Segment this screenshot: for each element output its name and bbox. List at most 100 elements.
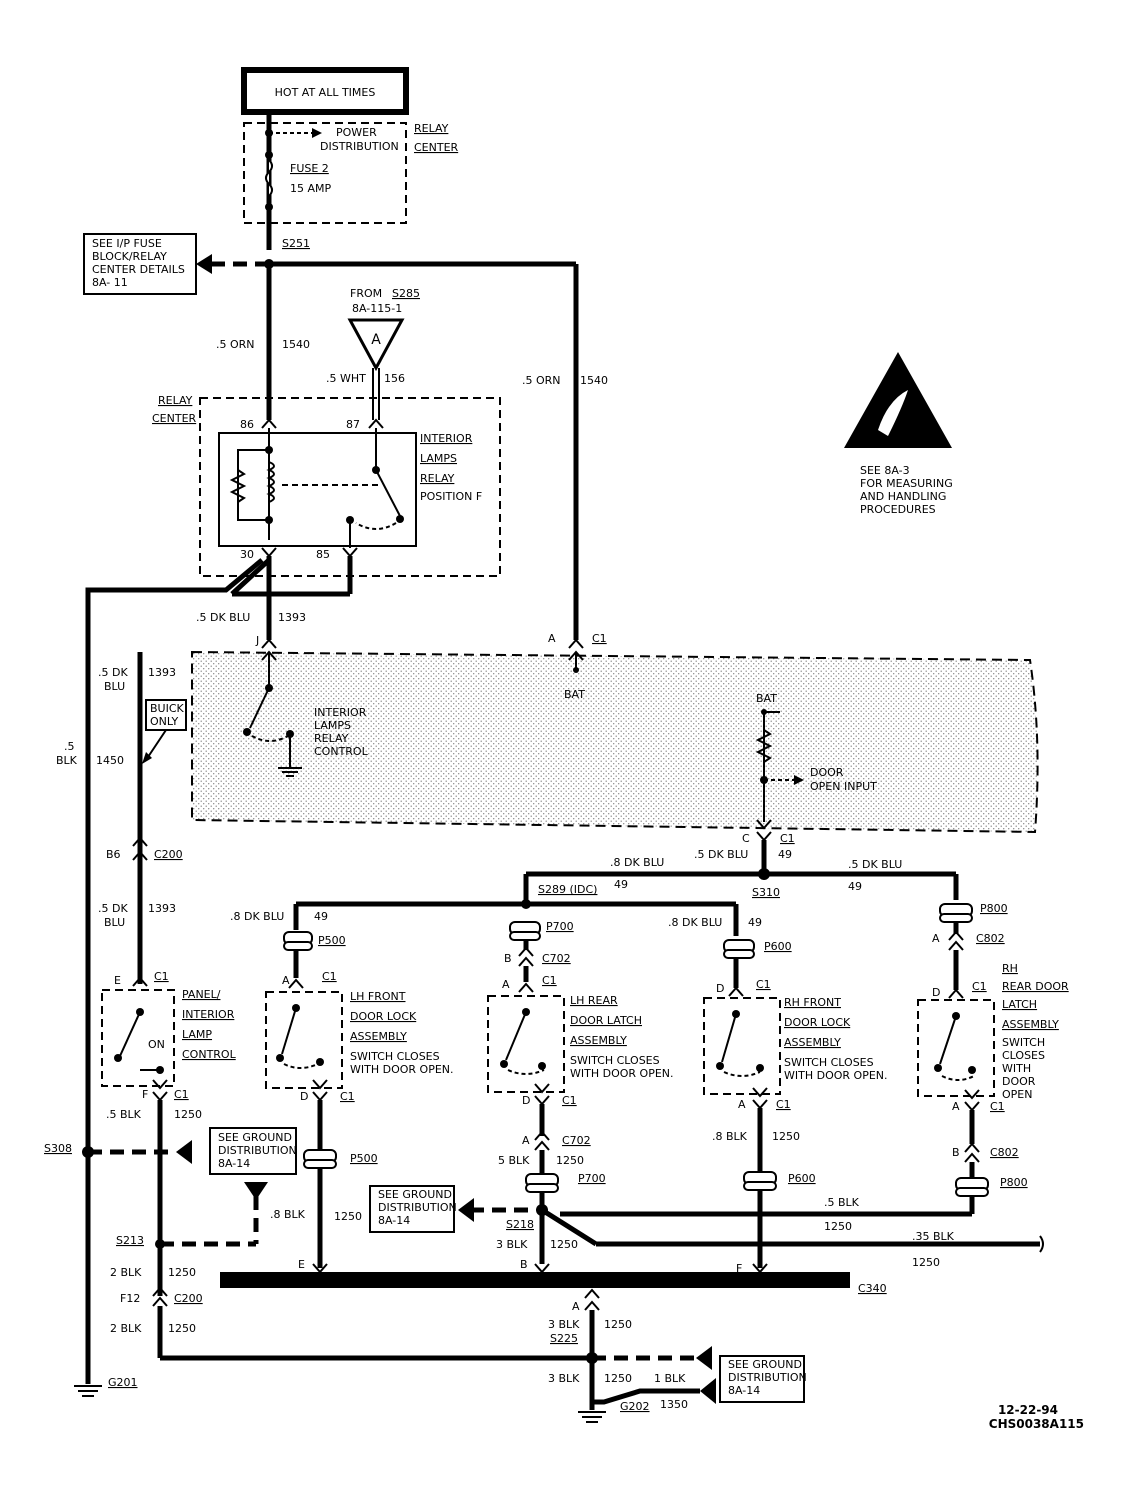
svg-text:3 BLK: 3 BLK bbox=[548, 1372, 580, 1385]
svg-text:1250: 1250 bbox=[550, 1238, 578, 1251]
grommet-p700: P700 bbox=[509, 920, 574, 941]
svg-text:49: 49 bbox=[848, 880, 862, 893]
svg-text:ONLY: ONLY bbox=[150, 715, 179, 728]
svg-text:1250: 1250 bbox=[334, 1210, 362, 1223]
svg-text:CONTROL: CONTROL bbox=[314, 745, 369, 758]
svg-text:D: D bbox=[300, 1090, 308, 1103]
splice-s251-label: S251 bbox=[282, 237, 310, 250]
svg-text:1250: 1250 bbox=[912, 1256, 940, 1269]
ground-ref-s218: SEE GROUND DISTRIBUTION 8A-14 bbox=[369, 1185, 457, 1233]
connector-c340: E B F C340 A bbox=[220, 1258, 887, 1313]
svg-text:8A-115-1: 8A-115-1 bbox=[352, 302, 402, 315]
svg-text:D: D bbox=[716, 982, 724, 995]
svg-text:INTERIOR: INTERIOR bbox=[314, 706, 367, 719]
svg-text:C200: C200 bbox=[174, 1292, 203, 1305]
svg-text:1 BLK: 1 BLK bbox=[654, 1372, 686, 1385]
body-control-module: J INTERIOR LAMPS RELAY CONTROL A C1 BAT … bbox=[191, 632, 1039, 845]
svg-text:REAR DOOR: REAR DOOR bbox=[1002, 980, 1069, 993]
svg-text:30: 30 bbox=[240, 548, 254, 561]
svg-text:.8 DK BLU: .8 DK BLU bbox=[230, 910, 284, 923]
svg-text:5 BLK: 5 BLK bbox=[498, 1154, 530, 1167]
ground-g201-icon: G201 bbox=[74, 1376, 138, 1397]
svg-text:.8 DK BLU: .8 DK BLU bbox=[668, 916, 722, 929]
svg-text:A: A bbox=[932, 932, 940, 945]
svg-text:BLOCK/RELAY: BLOCK/RELAY bbox=[92, 250, 167, 263]
svg-text:1540: 1540 bbox=[580, 374, 608, 387]
svg-text:DOOR: DOOR bbox=[810, 766, 844, 779]
svg-text:P600: P600 bbox=[788, 1172, 816, 1185]
svg-text:8A-14: 8A-14 bbox=[218, 1157, 250, 1170]
svg-text:1250: 1250 bbox=[556, 1154, 584, 1167]
svg-text:.8 BLK: .8 BLK bbox=[712, 1130, 748, 1143]
svg-text:J: J bbox=[255, 634, 259, 647]
svg-text:LATCH: LATCH bbox=[1002, 998, 1037, 1011]
svg-text:P800: P800 bbox=[980, 902, 1008, 915]
svg-text:C340: C340 bbox=[858, 1282, 887, 1295]
svg-text:86: 86 bbox=[240, 418, 254, 431]
grommet-p800: P800 bbox=[939, 902, 1008, 923]
svg-text:C1: C1 bbox=[756, 978, 771, 991]
svg-text:CENTER: CENTER bbox=[152, 412, 197, 425]
svg-text:F: F bbox=[736, 1262, 742, 1275]
svg-text:WITH: WITH bbox=[1002, 1062, 1031, 1075]
svg-text:3 BLK: 3 BLK bbox=[496, 1238, 528, 1251]
svg-text:.5 ORN: .5 ORN bbox=[522, 374, 561, 387]
svg-text:E: E bbox=[114, 974, 121, 987]
svg-text:A: A bbox=[282, 974, 290, 987]
ground-g202-icon: G202 bbox=[578, 1396, 650, 1423]
hot-at-all-times-box: HOT AT ALL TIMES bbox=[241, 67, 409, 115]
svg-text:PROCEDURES: PROCEDURES bbox=[860, 503, 936, 516]
svg-text:DISTRIBUTION: DISTRIBUTION bbox=[378, 1201, 457, 1214]
svg-text:.5 DK BLU: .5 DK BLU bbox=[848, 858, 902, 871]
svg-text:ON: ON bbox=[148, 1038, 165, 1051]
svg-text:1450: 1450 bbox=[96, 754, 124, 767]
svg-text:LAMP: LAMP bbox=[182, 1028, 212, 1041]
svg-text:1540: 1540 bbox=[282, 338, 310, 351]
grommet-p700-lower: P700 bbox=[525, 1172, 606, 1193]
svg-text:.5 BLK: .5 BLK bbox=[824, 1196, 860, 1209]
svg-text:SWITCH: SWITCH bbox=[1002, 1036, 1045, 1049]
svg-text:1250: 1250 bbox=[174, 1108, 202, 1121]
grommet-p800-lower: P800 bbox=[955, 1176, 1028, 1197]
svg-text:.5 DK: .5 DK bbox=[98, 902, 128, 915]
svg-text:FROM: FROM bbox=[350, 287, 382, 300]
svg-text:C1: C1 bbox=[154, 970, 169, 983]
svg-text:A: A bbox=[952, 1100, 960, 1113]
svg-text:1393: 1393 bbox=[148, 902, 176, 915]
svg-text:RH: RH bbox=[1002, 962, 1018, 975]
svg-text:C1: C1 bbox=[174, 1088, 189, 1101]
svg-text:LH FRONT: LH FRONT bbox=[350, 990, 406, 1003]
svg-text:49: 49 bbox=[748, 916, 762, 929]
svg-text:RELAY: RELAY bbox=[158, 394, 193, 407]
svg-text:OPEN: OPEN bbox=[1002, 1088, 1032, 1101]
svg-text:B6: B6 bbox=[106, 848, 121, 861]
svg-text:C1: C1 bbox=[562, 1094, 577, 1107]
svg-text:S213: S213 bbox=[116, 1234, 144, 1247]
svg-text:LH REAR: LH REAR bbox=[570, 994, 618, 1007]
see-fuse-block-ref: SEE I/P FUSE BLOCK/RELAY CENTER DETAILS … bbox=[83, 233, 197, 295]
svg-text:1393: 1393 bbox=[148, 666, 176, 679]
svg-text:E: E bbox=[298, 1258, 305, 1271]
svg-text:F: F bbox=[142, 1088, 148, 1101]
svg-text:P500: P500 bbox=[350, 1152, 378, 1165]
svg-text:2 BLK: 2 BLK bbox=[110, 1266, 142, 1279]
svg-text:49: 49 bbox=[314, 910, 328, 923]
svg-text:C1: C1 bbox=[542, 974, 557, 987]
svg-text:.5 BLK: .5 BLK bbox=[106, 1108, 142, 1121]
rh-rear-door-latch-switch: D C1 A C1 RH REAR DOOR LATCH ASSEMBLY SW… bbox=[917, 962, 1069, 1113]
svg-text:BAT: BAT bbox=[564, 688, 585, 701]
ground-ref-s225: SEE GROUND DISTRIBUTION 8A-14 bbox=[719, 1355, 807, 1403]
svg-text:A: A bbox=[522, 1134, 530, 1147]
svg-text:C702: C702 bbox=[562, 1134, 591, 1147]
svg-text:49: 49 bbox=[614, 878, 628, 891]
svg-text:.5 DK BLU: .5 DK BLU bbox=[694, 848, 748, 861]
svg-text:D: D bbox=[932, 986, 940, 999]
svg-text:C1: C1 bbox=[322, 970, 337, 983]
svg-text:SEE GROUND: SEE GROUND bbox=[218, 1131, 292, 1144]
svg-text:P500: P500 bbox=[318, 934, 346, 947]
svg-text:RELAY: RELAY bbox=[420, 472, 455, 485]
svg-text:S218: S218 bbox=[506, 1218, 534, 1231]
grommet-p600-lower: P600 bbox=[743, 1171, 816, 1191]
svg-text:P700: P700 bbox=[546, 920, 574, 933]
svg-text:.5 WHT: .5 WHT bbox=[326, 372, 366, 385]
